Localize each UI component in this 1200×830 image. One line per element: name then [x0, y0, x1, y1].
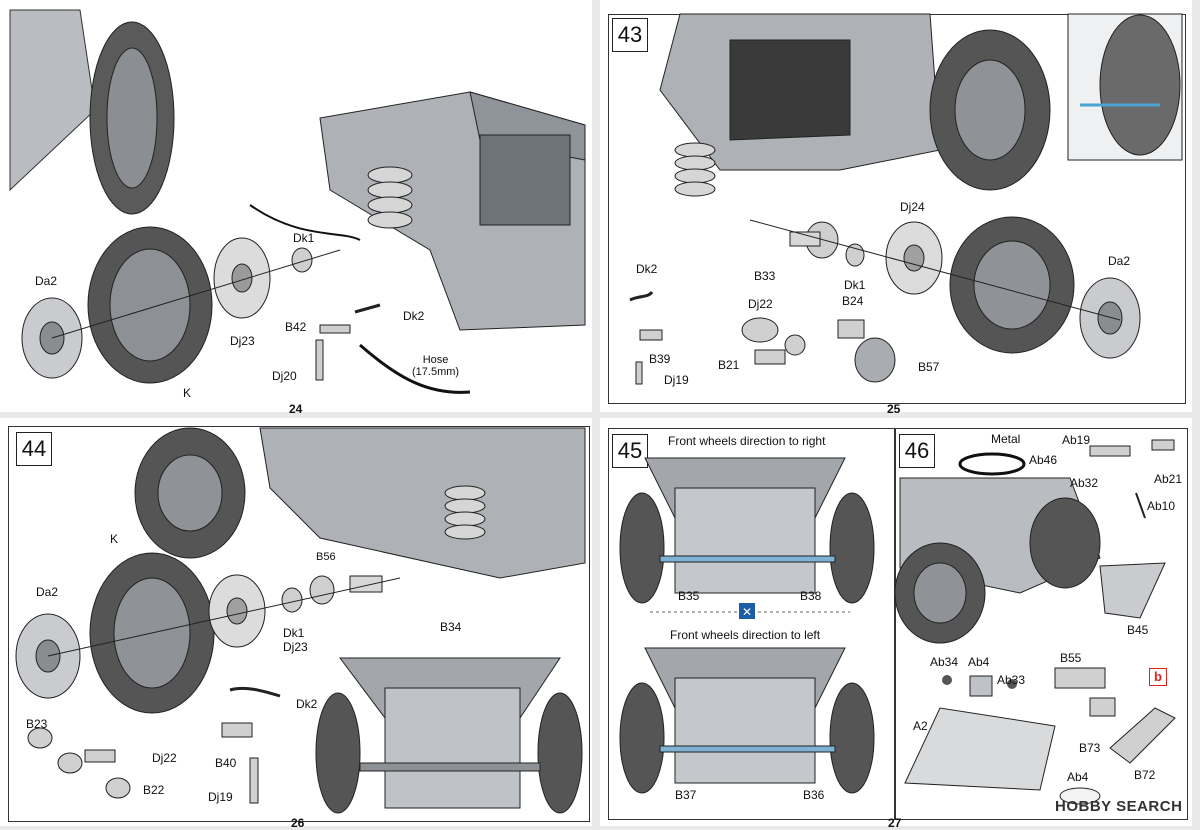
part-label: Dk2	[296, 697, 318, 711]
part-label: B36	[803, 788, 825, 802]
part-label: Ab46	[1029, 453, 1058, 467]
part-label: B40	[215, 756, 237, 770]
part-label: Dk1	[293, 231, 315, 245]
part-label: Dj22	[748, 297, 773, 311]
part-label: B24	[842, 294, 864, 308]
part-label: Da2	[36, 585, 59, 599]
part-label: Ab21	[1154, 472, 1183, 486]
manual-page-27: 45 46 Front wheels direction to right Fr…	[600, 418, 1192, 830]
manual-page-26: 44 K D	[0, 418, 592, 830]
part-label: K	[183, 386, 192, 400]
part-label: B21	[718, 358, 740, 372]
step-45-frame	[608, 428, 896, 820]
part-label: Ab32	[1070, 476, 1099, 490]
part-label: Ab4	[968, 655, 990, 669]
part-label: B57	[918, 360, 940, 374]
part-label: Ab4	[1067, 770, 1089, 784]
part-label: Da2	[1108, 254, 1131, 268]
part-label: Dk2	[636, 262, 658, 276]
callout-b-box: b	[1149, 668, 1167, 686]
part-label: Ab34	[930, 655, 959, 669]
part-label: B72	[1134, 768, 1156, 782]
part-label: Dk1	[283, 626, 305, 640]
part-label: A2	[913, 719, 928, 733]
step-45-illustration: ✕	[619, 439, 1176, 805]
part-label: Dj19	[208, 790, 233, 804]
part-label: Dj19	[664, 373, 689, 387]
step-45-title-left: Front wheels direction to left	[670, 628, 821, 642]
watermark-text: HOBBY SEARCH	[1055, 798, 1183, 815]
part-label: Dj23	[283, 640, 308, 654]
part-label: B73	[1079, 741, 1101, 755]
part-label: Da2	[35, 274, 58, 288]
step-44-illustration	[15, 427, 586, 814]
part-label: Dk2	[403, 309, 425, 323]
step-42-illustration	[9, 9, 586, 394]
part-label: B56	[316, 551, 336, 563]
step-number-45: 45	[612, 434, 648, 468]
part-label: Ab33	[997, 673, 1026, 687]
part-label: B37	[675, 788, 697, 802]
page-number: 25	[887, 402, 901, 416]
step-45-title-right: Front wheels direction to right	[668, 434, 826, 448]
step-46-frame	[894, 428, 1188, 820]
part-label: B34	[440, 620, 462, 634]
part-label: B35	[678, 589, 700, 603]
part-label: Dj20	[272, 369, 297, 383]
manual-page-25: 43	[600, 0, 1192, 416]
page-number: 27	[888, 816, 902, 830]
step-number-44: 44	[16, 432, 52, 466]
step-44-frame	[8, 426, 590, 822]
part-label: B55	[1060, 651, 1082, 665]
svg-text:✕: ✕	[742, 605, 752, 619]
part-label: Ab19	[1062, 433, 1091, 447]
part-label: Dj24	[900, 200, 925, 214]
part-label: Dk1	[844, 278, 866, 292]
part-label: Ab10	[1147, 499, 1176, 513]
part-label: B33	[754, 269, 776, 283]
step-43-illustration	[629, 13, 1183, 385]
part-label: B23	[26, 717, 48, 731]
page-number: 24	[289, 402, 303, 416]
manual-page-24: 42 Da2 K Dj23	[0, 0, 592, 416]
part-label: B45	[1127, 623, 1149, 637]
step-number-46: 46	[899, 434, 935, 468]
part-label: B22	[143, 783, 165, 797]
part-label: K	[110, 532, 119, 546]
step-number-43: 43	[612, 18, 648, 52]
part-label: B42	[285, 320, 307, 334]
part-label: B38	[800, 589, 822, 603]
part-label: Metal	[991, 432, 1021, 446]
part-label-hose: Hose (17.5mm)	[412, 354, 460, 378]
page-number: 26	[291, 816, 305, 830]
part-label: Dj22	[152, 751, 177, 765]
part-label: Dj23	[230, 334, 255, 348]
part-label: B39	[649, 352, 671, 366]
